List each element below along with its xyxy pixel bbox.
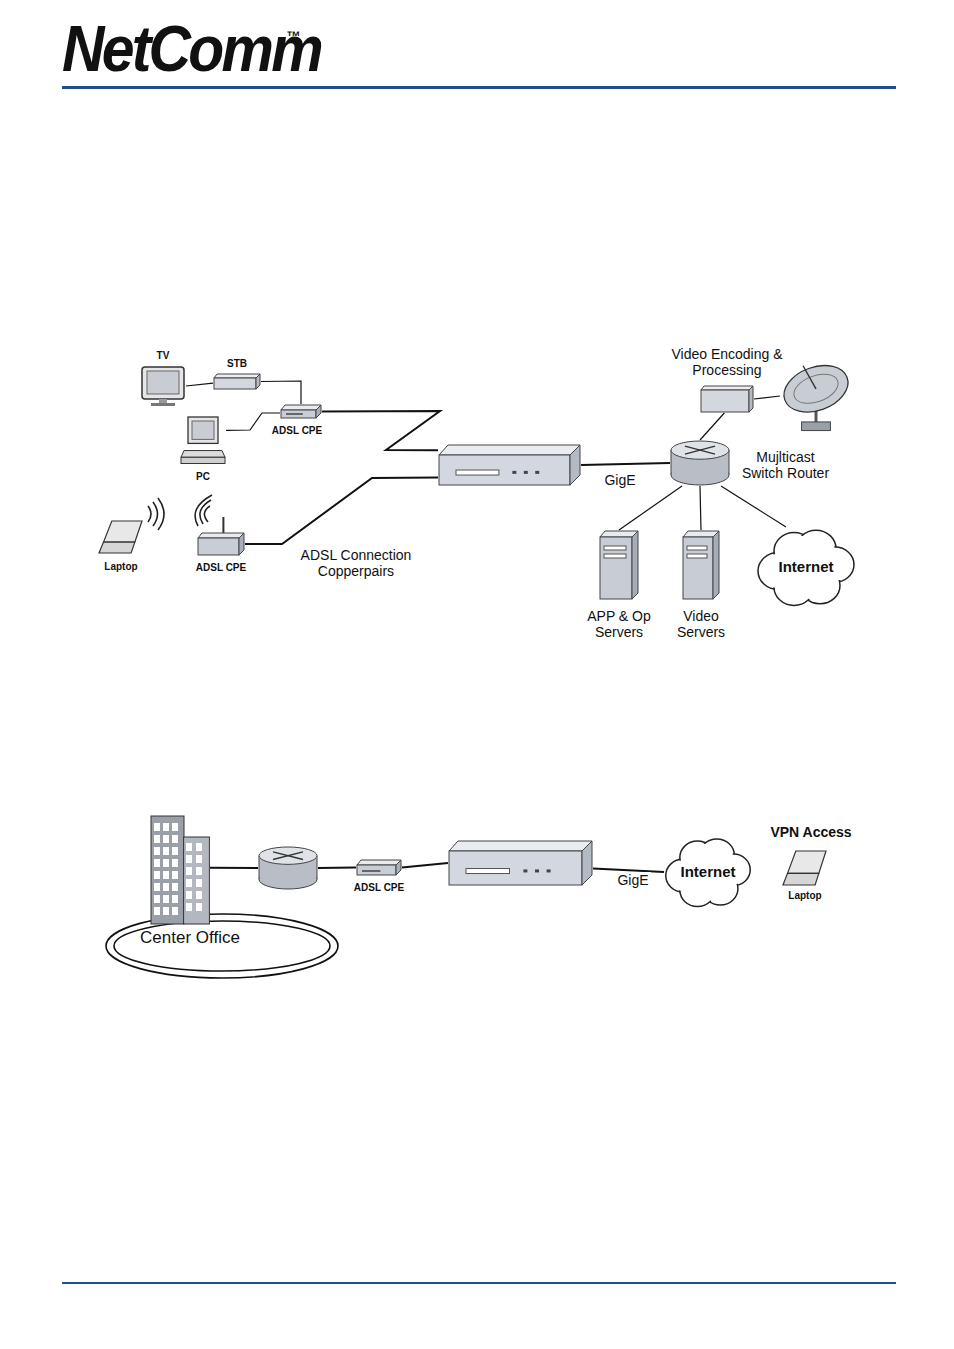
server-icon <box>599 530 639 600</box>
laptop-icon <box>782 850 828 886</box>
building-icon <box>150 815 210 925</box>
device-label: Video Encoding & Processing <box>662 346 792 378</box>
adsl-modem: ADSL CPE <box>356 859 402 876</box>
wireless-modem: ADSL CPE <box>197 516 245 556</box>
network-link <box>619 486 682 530</box>
adsl-modem: ADSL CPE <box>280 404 322 419</box>
center-office-rings <box>106 914 338 978</box>
device-label: APP & Op Servers <box>579 608 659 640</box>
link-label: ADSL Connection Copperpairs <box>289 547 423 579</box>
network-link <box>261 381 301 404</box>
video-encoder: Video Encoding & Processing <box>700 385 754 413</box>
network-link <box>721 486 786 527</box>
router-icon <box>670 440 730 486</box>
brand-logo: NetComm <box>62 17 321 81</box>
network-link <box>700 486 701 530</box>
wireless-waves <box>148 495 212 530</box>
dslam-icon <box>438 444 581 486</box>
network-link <box>754 396 780 399</box>
device-label: Internet <box>680 863 735 880</box>
box-icon <box>213 373 261 390</box>
device-label: STB <box>227 358 247 370</box>
network-link <box>210 867 258 869</box>
header-rule <box>62 86 896 89</box>
laptop-icon <box>98 520 144 554</box>
set-top-box: STB <box>213 373 261 390</box>
server-icon <box>682 530 720 600</box>
network-link <box>318 867 356 870</box>
footer-rule <box>62 1282 896 1284</box>
router-icon <box>258 846 318 890</box>
device-label: TV <box>157 350 170 362</box>
device-label: ADSL CPE <box>272 425 322 437</box>
pc: PC <box>180 416 226 464</box>
network-link <box>700 413 724 440</box>
dish-icon <box>780 360 852 432</box>
app-server: APP & Op Servers <box>599 530 639 600</box>
network-link <box>402 863 448 868</box>
switch-router: Mujlticast Switch Router <box>670 440 730 486</box>
device-label: VPN Access <box>770 824 851 840</box>
cpe-icon <box>280 404 322 419</box>
trademark-mark: ™ <box>286 29 300 43</box>
internet-cloud: Internet <box>756 527 856 607</box>
device-label: ADSL CPE <box>354 882 404 894</box>
box-icon <box>700 385 754 413</box>
video-server: Video Servers <box>682 530 720 600</box>
internet-cloud: Internet <box>664 836 752 908</box>
network-link <box>322 411 440 450</box>
tv: TV <box>140 365 186 407</box>
device-label: Internet <box>778 558 833 575</box>
link-label: GigE <box>602 472 637 488</box>
laptop: VPN AccessLaptop <box>782 850 828 886</box>
device-label: Video Servers <box>666 608 736 640</box>
device-label: Mujlticast Switch Router <box>738 449 833 481</box>
network-link <box>581 463 670 465</box>
device-label: Laptop <box>104 561 137 573</box>
network-link <box>245 478 438 544</box>
router <box>258 846 318 890</box>
device-label: ADSL CPE <box>196 562 246 574</box>
cpeant-icon <box>197 516 245 556</box>
link-label: GigE <box>615 872 650 888</box>
pc-icon <box>180 416 226 464</box>
center-office: Center Office <box>150 815 210 925</box>
dslam <box>448 840 593 886</box>
network-link <box>186 383 213 386</box>
cpe-icon <box>356 859 402 876</box>
device-label: Center Office <box>140 928 240 948</box>
device-label: Laptop <box>788 890 821 902</box>
satellite-dish <box>780 360 852 432</box>
dslam <box>438 444 581 486</box>
laptop: Laptop <box>98 520 144 554</box>
dslam-icon <box>448 840 593 886</box>
tv-icon <box>140 365 186 407</box>
device-label: PC <box>196 471 210 483</box>
